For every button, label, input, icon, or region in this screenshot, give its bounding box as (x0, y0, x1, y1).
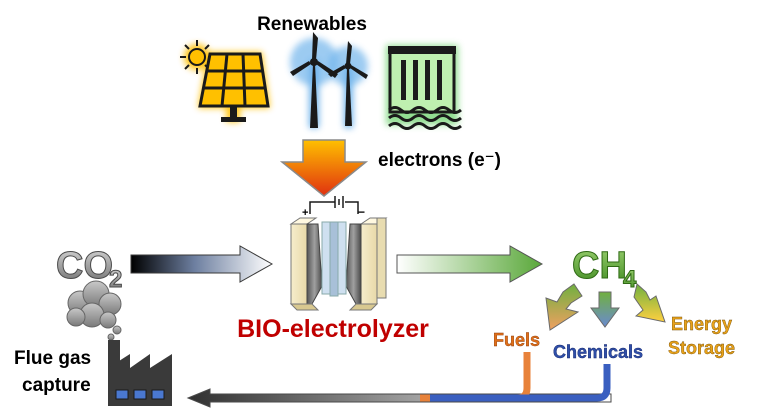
wind-turbine-icon (290, 32, 368, 128)
ch4-main: CH (572, 245, 627, 287)
ch4-output-arrow (396, 245, 544, 283)
bio-electrolyzer-reactor (289, 217, 388, 311)
recycle-return-arrow (186, 388, 612, 408)
bio-electrolyzer-label: BIO-electrolyzer (237, 315, 429, 343)
co2-subscript: 2 (109, 266, 122, 293)
electrode-minus-label: − (358, 205, 365, 219)
fuels-arrow (545, 283, 583, 331)
energy-storage-label-line1: Energy (671, 314, 732, 334)
smoke-cloud-icon (66, 280, 122, 341)
energy-storage-label-line2: Storage (668, 338, 735, 358)
factory-icon (108, 340, 172, 406)
flue-gas-label-line1: Flue gas (14, 348, 91, 369)
hydro-dam-icon (386, 45, 462, 130)
chemicals-return-line (430, 364, 611, 402)
chemicals-arrow (590, 291, 620, 328)
fuels-return-line (420, 352, 531, 402)
electron-flow-arrow (279, 139, 369, 197)
ch4-subscript: 4 (623, 266, 637, 293)
solar-panel-icon (180, 40, 270, 122)
flue-gas-label-line2: capture (22, 375, 91, 396)
renewables-label: Renewables (257, 14, 367, 35)
co2-main: CO (56, 245, 113, 287)
co2-label: CO 2 (56, 245, 123, 294)
fuels-label: Fuels (493, 330, 540, 350)
ch4-label: CH 4 (572, 245, 638, 294)
chemicals-label: Chemicals (553, 342, 643, 362)
electrons-label: electrons (e⁻) (378, 150, 501, 171)
power-source-icon (309, 196, 359, 214)
energy-storage-arrow (633, 283, 666, 323)
co2-input-arrow (130, 245, 274, 283)
electrode-plus-label: + (302, 207, 308, 219)
